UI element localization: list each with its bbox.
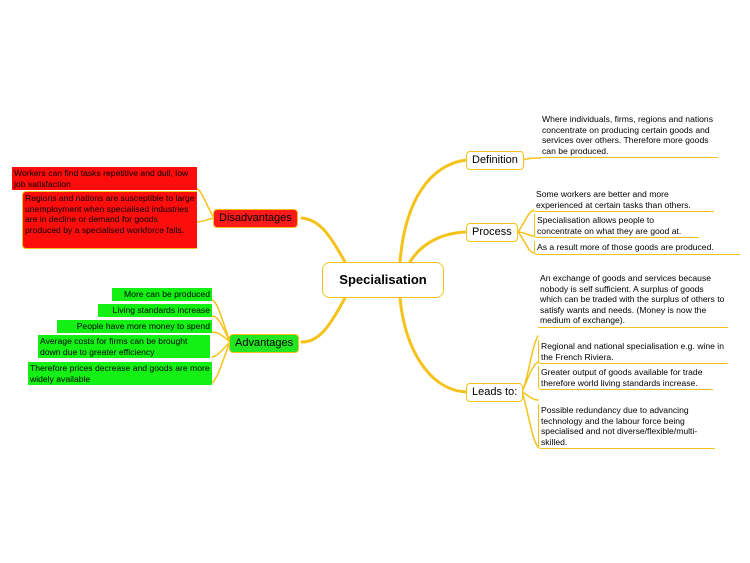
advantage-item-2[interactable]: Living standards increase xyxy=(98,304,212,317)
topic-advantages[interactable]: Advantages xyxy=(229,334,300,353)
leads-to-item-3[interactable]: Greater output of goods available for tr… xyxy=(538,366,713,391)
process-item-3[interactable]: As a result more of those goods are prod… xyxy=(534,241,740,255)
branch-process xyxy=(408,230,468,264)
disadvantage-item-2[interactable]: Regions and nations are susceptible to l… xyxy=(22,191,197,249)
process-item-2[interactable]: Specialisation allows people to concentr… xyxy=(534,214,699,239)
leads-to-item-2[interactable]: Regional and national specialisation e.g… xyxy=(538,340,728,365)
advantage-item-3[interactable]: People have more money to spend xyxy=(57,320,212,333)
topic-leads-to[interactable]: Leads to: xyxy=(466,383,524,402)
definition-item[interactable]: Where individuals, firms, regions and na… xyxy=(540,113,718,159)
branch-definition xyxy=(398,158,468,264)
branch-disadvantages xyxy=(300,216,347,264)
advantage-item-1[interactable]: More can be produced xyxy=(112,288,212,301)
topic-process[interactable]: Process xyxy=(466,223,518,242)
topic-disadvantages[interactable]: Disadvantages xyxy=(213,209,298,228)
leads-to-item-4[interactable]: Possible redundancy due to advancing tec… xyxy=(538,404,715,450)
advantage-item-5[interactable]: Therefore prices decrease and goods are … xyxy=(28,362,212,386)
process-item-1[interactable]: Some workers are better and more experie… xyxy=(534,188,714,213)
advantage-item-4[interactable]: Average costs for firms can be brought d… xyxy=(38,335,210,359)
leads-to-item-1[interactable]: An exchange of goods and services becaus… xyxy=(538,272,728,328)
disadvantage-item-1[interactable]: Workers can find tasks repetitive and du… xyxy=(12,167,197,191)
central-topic[interactable]: Specialisation xyxy=(322,262,444,298)
branch-advantages xyxy=(300,296,347,344)
branch-leads-to xyxy=(398,296,468,394)
topic-definition[interactable]: Definition xyxy=(466,151,524,170)
